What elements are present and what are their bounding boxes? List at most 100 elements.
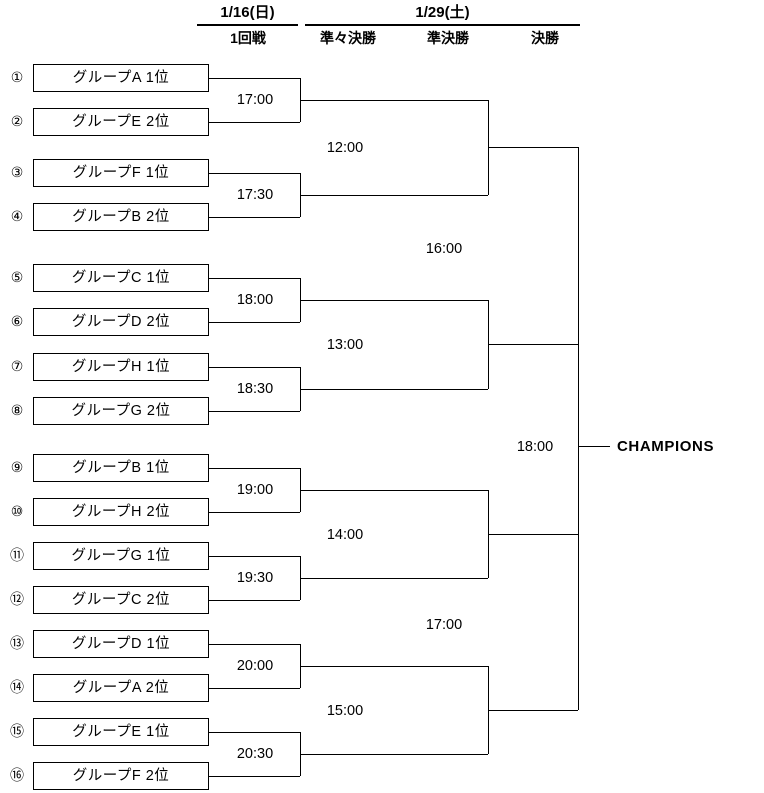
team-label: グループC 2位 <box>71 592 171 608</box>
seed-number: ⑨ <box>10 460 24 476</box>
bracket-line <box>209 600 300 601</box>
bracket-line <box>488 147 578 148</box>
team-label: グループH 2位 <box>71 504 171 520</box>
team-box[interactable]: グループE 2位 <box>33 108 209 136</box>
seed-number: ⑧ <box>10 403 24 419</box>
team-label: グループD 1位 <box>71 636 171 652</box>
team-label: グループF 1位 <box>72 165 170 181</box>
bracket-line <box>300 578 488 579</box>
bracket-line <box>209 367 300 368</box>
bracket-line <box>209 556 300 557</box>
match-time-quarterfinal: 14:00 <box>326 527 364 543</box>
bracket-line <box>209 776 300 777</box>
seed-number: ① <box>10 70 24 86</box>
team-label: グループE 2位 <box>72 114 170 130</box>
team-box[interactable]: グループD 2位 <box>33 308 209 336</box>
header-round-semifinal: 準決勝 <box>427 30 469 46</box>
match-time-quarterfinal: 12:00 <box>326 140 364 156</box>
seed-number: ⑬ <box>10 636 24 652</box>
bracket-line <box>209 512 300 513</box>
header-date-round1: 1/16(日) <box>220 4 275 21</box>
bracket-line <box>209 173 300 174</box>
team-label: グループF 2位 <box>72 768 170 784</box>
team-box[interactable]: グループB 1位 <box>33 454 209 482</box>
header-rule-left <box>197 24 298 26</box>
team-box[interactable]: グループF 1位 <box>33 159 209 187</box>
team-label: グループE 1位 <box>72 724 170 740</box>
header-round-final: 決勝 <box>531 30 559 46</box>
team-box[interactable]: グループC 2位 <box>33 586 209 614</box>
team-box[interactable]: グループG 1位 <box>33 542 209 570</box>
team-label: グループG 1位 <box>71 548 171 564</box>
bracket-line <box>488 710 578 711</box>
bracket-line <box>209 217 300 218</box>
match-time-quarterfinal: 13:00 <box>326 337 364 353</box>
bracket-line <box>300 490 488 491</box>
team-box[interactable]: グループD 1位 <box>33 630 209 658</box>
bracket-line <box>209 122 300 123</box>
team-box[interactable]: グループA 2位 <box>33 674 209 702</box>
team-box[interactable]: グループB 2位 <box>33 203 209 231</box>
seed-number: ④ <box>10 209 24 225</box>
seed-number: ⑫ <box>10 592 24 608</box>
match-time-semifinal: 16:00 <box>425 241 463 257</box>
seed-number: ⑤ <box>10 270 24 286</box>
match-time-round1: 17:30 <box>236 187 274 203</box>
team-box[interactable]: グループA 1位 <box>33 64 209 92</box>
match-time-round1: 19:00 <box>236 482 274 498</box>
match-time-round1: 19:30 <box>236 570 274 586</box>
team-label: グループA 1位 <box>72 70 170 86</box>
match-time-round1: 20:30 <box>236 746 274 762</box>
bracket-line <box>209 278 300 279</box>
match-time-round1: 18:30 <box>236 381 274 397</box>
team-label: グループB 2位 <box>72 209 170 225</box>
bracket-line <box>300 300 488 301</box>
bracket-line <box>488 344 578 345</box>
team-box[interactable]: グループC 1位 <box>33 264 209 292</box>
team-label: グループG 2位 <box>71 403 171 419</box>
bracket-line <box>300 195 488 196</box>
team-box[interactable]: グループG 2位 <box>33 397 209 425</box>
header-date-finals: 1/29(土) <box>415 4 470 21</box>
bracket-line <box>578 246 579 622</box>
bracket-line <box>578 147 579 344</box>
bracket-line <box>300 754 488 755</box>
match-time-round1: 20:00 <box>236 658 274 674</box>
team-box[interactable]: グループH 2位 <box>33 498 209 526</box>
seed-number: ⑭ <box>10 680 24 696</box>
team-label: グループD 2位 <box>71 314 171 330</box>
bracket-line <box>578 534 579 710</box>
header-round-1: 1回戦 <box>230 30 266 46</box>
match-time-final: 18:00 <box>516 439 554 455</box>
bracket-line <box>209 688 300 689</box>
seed-number: ⑩ <box>10 504 24 520</box>
seed-number: ③ <box>10 165 24 181</box>
team-label: グループB 1位 <box>72 460 170 476</box>
bracket-line <box>209 411 300 412</box>
champion-label: CHAMPIONS <box>617 438 715 455</box>
seed-number: ⑪ <box>10 548 24 564</box>
bracket-line <box>209 322 300 323</box>
team-box[interactable]: グループE 1位 <box>33 718 209 746</box>
bracket-line <box>209 732 300 733</box>
bracket-line <box>209 468 300 469</box>
bracket-line <box>209 644 300 645</box>
match-time-semifinal: 17:00 <box>425 617 463 633</box>
header-rule-right <box>305 24 580 26</box>
bracket-line <box>300 666 488 667</box>
seed-number: ⑮ <box>10 724 24 740</box>
team-box[interactable]: グループF 2位 <box>33 762 209 790</box>
seed-number: ⑥ <box>10 314 24 330</box>
team-box[interactable]: グループH 1位 <box>33 353 209 381</box>
seed-number: ⑯ <box>10 768 24 784</box>
bracket-line <box>488 534 578 535</box>
team-label: グループA 2位 <box>72 680 170 696</box>
bracket-line <box>209 78 300 79</box>
team-label: グループC 1位 <box>71 270 171 286</box>
team-label: グループH 1位 <box>71 359 171 375</box>
match-time-quarterfinal: 15:00 <box>326 703 364 719</box>
match-time-round1: 18:00 <box>236 292 274 308</box>
header-round-quarterfinal: 準々決勝 <box>320 30 376 46</box>
bracket-line <box>578 446 610 447</box>
